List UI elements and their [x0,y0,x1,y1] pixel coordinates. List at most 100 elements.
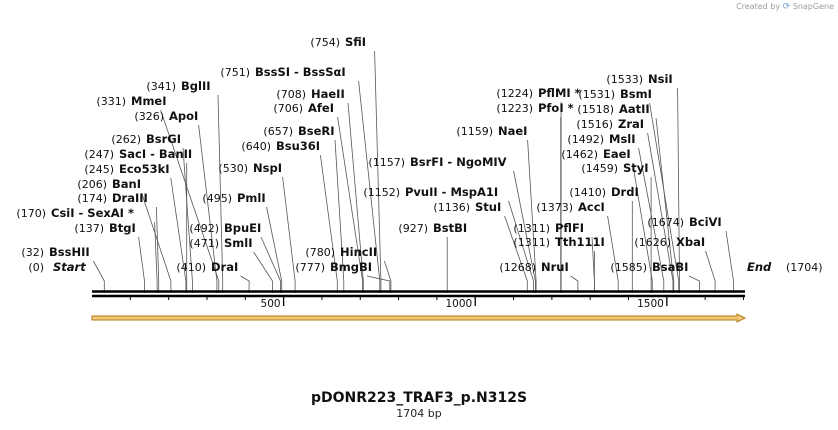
site-position-24: (780) [305,246,335,259]
site-name-36: DrdI [611,185,639,199]
site-leader-5 [141,192,172,293]
site-leader-1 [93,260,105,293]
site-name-29: NaeI [498,124,527,138]
site-leader-13 [253,251,273,293]
site-name-32: NruI [541,260,569,274]
site-position-7: (247) [84,148,114,161]
site-leader-4 [156,206,160,293]
feature-arrow-shape [91,313,747,323]
plasmid-name: pDONR223_TRAF3_p.N312S [310,390,528,406]
site-name-27: PvuII - MspA1I [405,185,498,199]
site-name-44: BsaBI [652,260,688,274]
site-leader-2 [138,236,145,293]
site-name-3: CsiI - SexAI * [51,206,134,220]
feature-arrow [91,313,747,323]
site-position-12: (410) [176,261,206,274]
site-position-21: (751) [220,66,250,79]
site-leader-19 [337,116,364,293]
site-name-33: PflFI [555,221,584,235]
snapgene-logo-icon: ⟳ [782,2,791,12]
site-leader-44 [688,275,700,293]
site-leader-26 [504,215,528,293]
site-position-31: (1224) [496,87,533,100]
site-leader-16 [282,176,296,293]
site-position-35: (1373) [536,201,573,214]
credit-prefix: Created by [736,2,781,11]
site-position-25: (927) [398,222,428,235]
site-leader-8 [182,147,193,293]
site-position-17: (640) [241,140,271,153]
site-position-29: (1159) [456,125,493,138]
site-leader-28 [513,170,536,293]
site-name-23: BmgBI [330,260,372,274]
ruler-label-500: 500 [261,298,281,310]
site-name-41: AatII [619,102,650,116]
site-name-30: PfoI * [538,101,574,115]
end-position: (1704) [786,261,823,274]
site-name-45: XbaI [676,235,705,249]
site-position-8: (262) [111,133,141,146]
site-leader-40 [647,132,674,293]
site-position-46: (1674) [647,216,684,229]
site-name-16: NspI [253,161,282,175]
site-name-21: BssSI - BssSαI [255,65,346,79]
site-leader-41 [655,117,675,293]
site-position-28: (1157) [368,156,405,169]
site-position-44: (1585) [610,261,647,274]
site-leader-10 [160,109,220,293]
site-position-23: (777) [295,261,325,274]
site-name-39: MslI [609,132,636,146]
site-leader-14 [260,236,281,293]
site-name-24: HincII [340,245,377,259]
site-name-13: SmlI [224,236,253,250]
site-name-6: Eco53kI [119,162,170,176]
site-name-38: EaeI [603,147,631,161]
site-name-28: BsrFI - NgoMIV [410,155,507,169]
site-leader-38 [632,162,653,293]
site-leader-17 [320,154,338,293]
site-position-32: (1268) [499,261,536,274]
site-name-40: ZraI [618,117,644,131]
site-position-5: (206) [77,178,107,191]
site-name-42: BsmI [620,87,652,101]
site-name-17: Bsu36I [276,139,320,153]
site-position-27: (1152) [363,186,400,199]
site-position-4: (174) [77,192,107,205]
site-leader-39 [638,147,665,293]
site-position-43: (1533) [606,73,643,86]
site-position-9: (326) [134,110,164,123]
site-position-40: (1516) [576,118,613,131]
site-position-34: (1311) [513,236,550,249]
site-leader-11 [217,94,224,293]
site-leader-23 [366,275,391,293]
site-name-10: MmeI [131,94,167,108]
plasmid-size: 1704 bp [396,407,442,420]
site-position-18: (657) [263,125,293,138]
credit-brand: SnapGene [792,2,834,11]
end-label: End [747,260,772,274]
site-name-15: PmlI [237,191,266,205]
site-position-37: (1459) [581,162,618,175]
site-name-18: BseRI [298,124,335,138]
site-name-9: ApoI [169,109,198,123]
start-label: Start [53,260,86,274]
site-position-14: (492) [189,222,219,235]
site-name-35: AccI [578,200,605,214]
site-labels: (32)BssHII(137)BtgI(170)CsiI - SexAI *(1… [16,35,822,274]
site-name-19: AfeI [308,101,334,115]
site-position-39: (1492) [567,133,604,146]
site-name-14: BpuEI [224,221,261,235]
site-leader-12 [240,275,250,293]
site-position-10: (331) [96,95,126,108]
site-position-22: (754) [310,36,340,49]
site-name-46: BciVI [689,215,722,229]
snapgene-credit: Created by ⟳ SnapGene [736,2,834,12]
ruler-label-1000: 1000 [445,298,472,310]
site-name-4: DraIII [112,191,148,205]
site-leader-9 [198,124,218,293]
site-name-37: StyI [623,161,649,175]
site-position-38: (1462) [561,148,598,161]
start-position: (0) [28,261,44,274]
site-leader-15 [266,206,283,293]
